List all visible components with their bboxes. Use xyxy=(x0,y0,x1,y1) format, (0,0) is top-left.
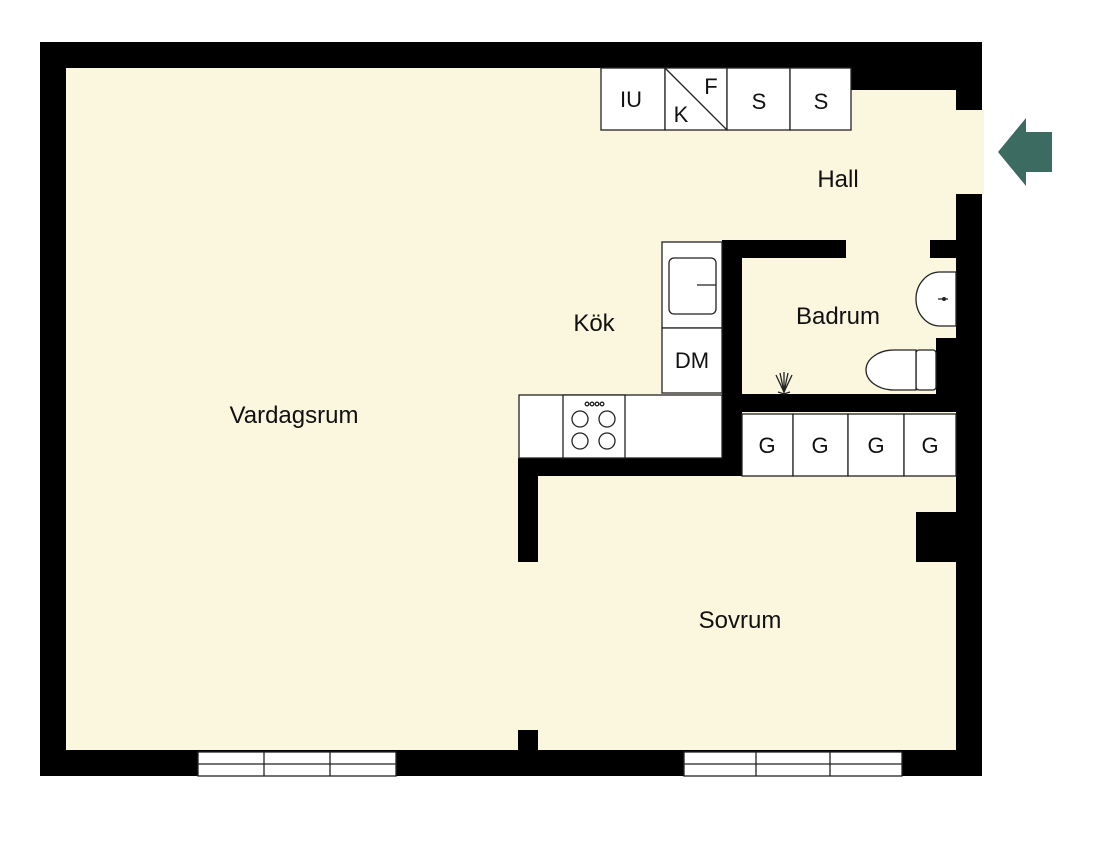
hall-door-opening xyxy=(956,110,984,194)
toilet-icon xyxy=(865,349,937,391)
outer-walls xyxy=(40,42,982,776)
closet-s2-label: S xyxy=(814,89,829,114)
wardrobe-g4-label: G xyxy=(921,433,938,458)
room-label-vardagsrum: Vardagsrum xyxy=(230,402,359,429)
freezer-label: K xyxy=(674,102,689,127)
room-label-badrum: Badrum xyxy=(796,303,880,330)
hall-closets: IU F K S S xyxy=(600,67,852,131)
wardrobe-g3-label: G xyxy=(867,433,884,458)
window-right xyxy=(683,751,903,777)
wardrobe-g1-label: G xyxy=(758,433,775,458)
room-label-hall: Hall xyxy=(817,166,858,193)
window-left xyxy=(197,751,397,777)
dishwasher-label: DM xyxy=(675,348,709,373)
shower-icon xyxy=(775,372,793,395)
closet-s1-label: S xyxy=(752,89,767,114)
closet-iu-label: IU xyxy=(620,87,642,112)
entrance-arrow-icon xyxy=(998,118,1052,186)
washbasin-icon xyxy=(915,271,957,327)
sink-icon xyxy=(668,257,717,315)
wardrobe-g2-label: G xyxy=(811,433,828,458)
bedroom-wardrobes: G G G G xyxy=(741,413,957,477)
stove-icon xyxy=(562,394,626,459)
room-label-kok: Kök xyxy=(573,310,615,337)
room-label-sovrum: Sovrum xyxy=(699,607,782,634)
fridge-label: F xyxy=(704,74,717,99)
inner-walls xyxy=(518,240,958,754)
kitchen-counter: DM xyxy=(518,241,723,459)
